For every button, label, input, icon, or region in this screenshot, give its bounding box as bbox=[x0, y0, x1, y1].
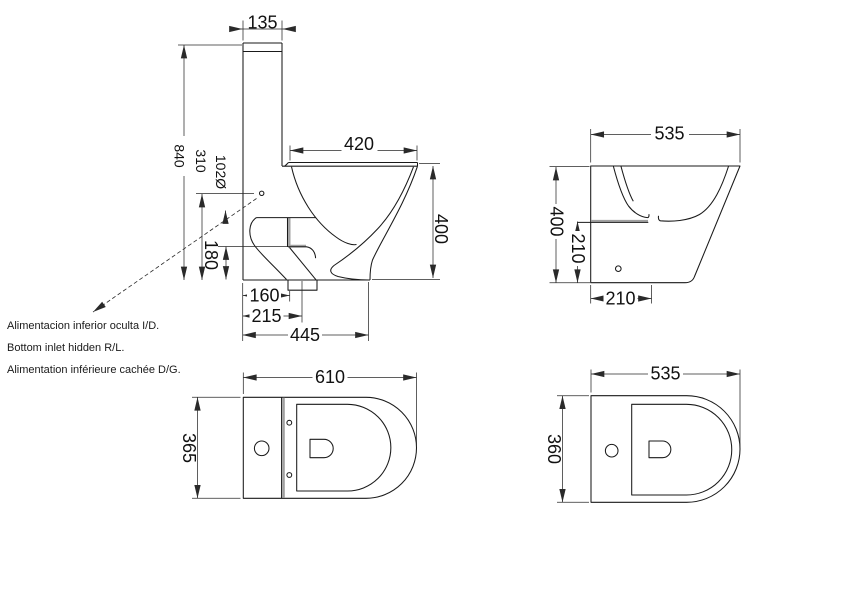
side-view-with-tank: 135 840 310 102Ø 180 420 400 160 215 445 bbox=[92, 13, 451, 345]
dim-plan-depth: 610 bbox=[315, 367, 345, 387]
bg-210-bottom bbox=[603, 292, 638, 305]
dim-outlet-offset: 160 bbox=[249, 286, 279, 306]
bg-535-plan bbox=[648, 368, 683, 380]
dim-seat-length: 420 bbox=[344, 134, 374, 154]
dim-inlet-height: 310 bbox=[193, 149, 209, 173]
plan-seat-contour bbox=[296, 403, 392, 492]
ext-135 bbox=[242, 20, 283, 41]
bowl-front-profile bbox=[369, 166, 418, 281]
note-french: Alimentation inférieure cachée D/G. bbox=[7, 364, 181, 376]
bg-420 bbox=[341, 145, 378, 156]
dim-ledge-depth: 210 bbox=[605, 289, 635, 309]
pan-outline bbox=[590, 165, 741, 284]
ext-610 bbox=[242, 372, 417, 447]
seat-bolt-hole-top bbox=[286, 419, 293, 426]
top-view-pan: 535 360 bbox=[544, 364, 741, 503]
pan-rim-inner-line bbox=[620, 165, 634, 202]
dim-pan-plan-width: 360 bbox=[544, 434, 564, 464]
note-spanish: Alimentacion inferior oculta I/D. bbox=[7, 320, 159, 332]
top-view-with-tank: 610 365 bbox=[179, 367, 417, 499]
dim-overall-height: 840 bbox=[172, 144, 188, 168]
dim-overall-depth: 445 bbox=[290, 325, 320, 345]
bowl-inner-front-wall bbox=[330, 166, 414, 281]
dim-pan-plan-depth: 535 bbox=[650, 364, 680, 384]
plan-pan-seat-contour bbox=[631, 403, 733, 496]
bowl-inner-rear-wall bbox=[290, 166, 357, 246]
flush-button bbox=[253, 440, 270, 457]
pan-inner-front-wall bbox=[657, 165, 730, 222]
dim-pan-height: 400 bbox=[547, 206, 567, 236]
trap-outlet-diagonal bbox=[289, 247, 317, 281]
bg-445 bbox=[288, 329, 322, 341]
side-view-pan: 535 400 210 210 bbox=[547, 124, 741, 309]
ext-400-left bbox=[372, 163, 440, 280]
dim-tank-width: 135 bbox=[247, 13, 277, 33]
pan-fixing-hole bbox=[614, 265, 622, 273]
plan-tank-outline bbox=[242, 396, 417, 499]
seat-bolt-hole-bottom bbox=[286, 472, 293, 478]
bg-610 bbox=[312, 371, 348, 384]
plan-pan-inlet-hole bbox=[604, 443, 619, 458]
plan-drain-outline bbox=[309, 438, 334, 459]
dim-ledge-height: 210 bbox=[568, 233, 588, 263]
bg-210-vertical bbox=[570, 231, 586, 266]
bg-215 bbox=[249, 310, 284, 322]
pan-inner-rear-wall bbox=[612, 165, 650, 219]
outlet-flange bbox=[287, 280, 318, 291]
inlet-leader-arrow bbox=[92, 198, 257, 313]
plan-pan-drain bbox=[648, 440, 672, 459]
bg-160 bbox=[247, 289, 281, 302]
inlet-hole bbox=[258, 190, 265, 197]
trap-heel-curve bbox=[249, 217, 287, 280]
dim-plan-width: 365 bbox=[179, 433, 199, 463]
note-english: Bottom inlet hidden R/L. bbox=[7, 342, 124, 354]
seat-rear-join bbox=[284, 162, 289, 167]
trap-weir-line bbox=[288, 246, 317, 259]
bg-400-right bbox=[549, 204, 564, 239]
ext-400-right bbox=[549, 166, 590, 284]
plan-pan-outline bbox=[590, 395, 741, 503]
dim-pan-depth: 535 bbox=[654, 124, 684, 144]
bg-840 bbox=[172, 136, 187, 176]
dim-bowl-height: 400 bbox=[431, 214, 451, 244]
notes-block: Alimentacion inferior oculta I/D. Bottom… bbox=[7, 320, 181, 376]
dim-outlet-height: 180 bbox=[201, 240, 221, 270]
dim-outlet-center: 215 bbox=[251, 306, 281, 326]
dim-inlet-diameter: 102Ø bbox=[213, 155, 229, 189]
bg-535-side bbox=[651, 128, 689, 140]
